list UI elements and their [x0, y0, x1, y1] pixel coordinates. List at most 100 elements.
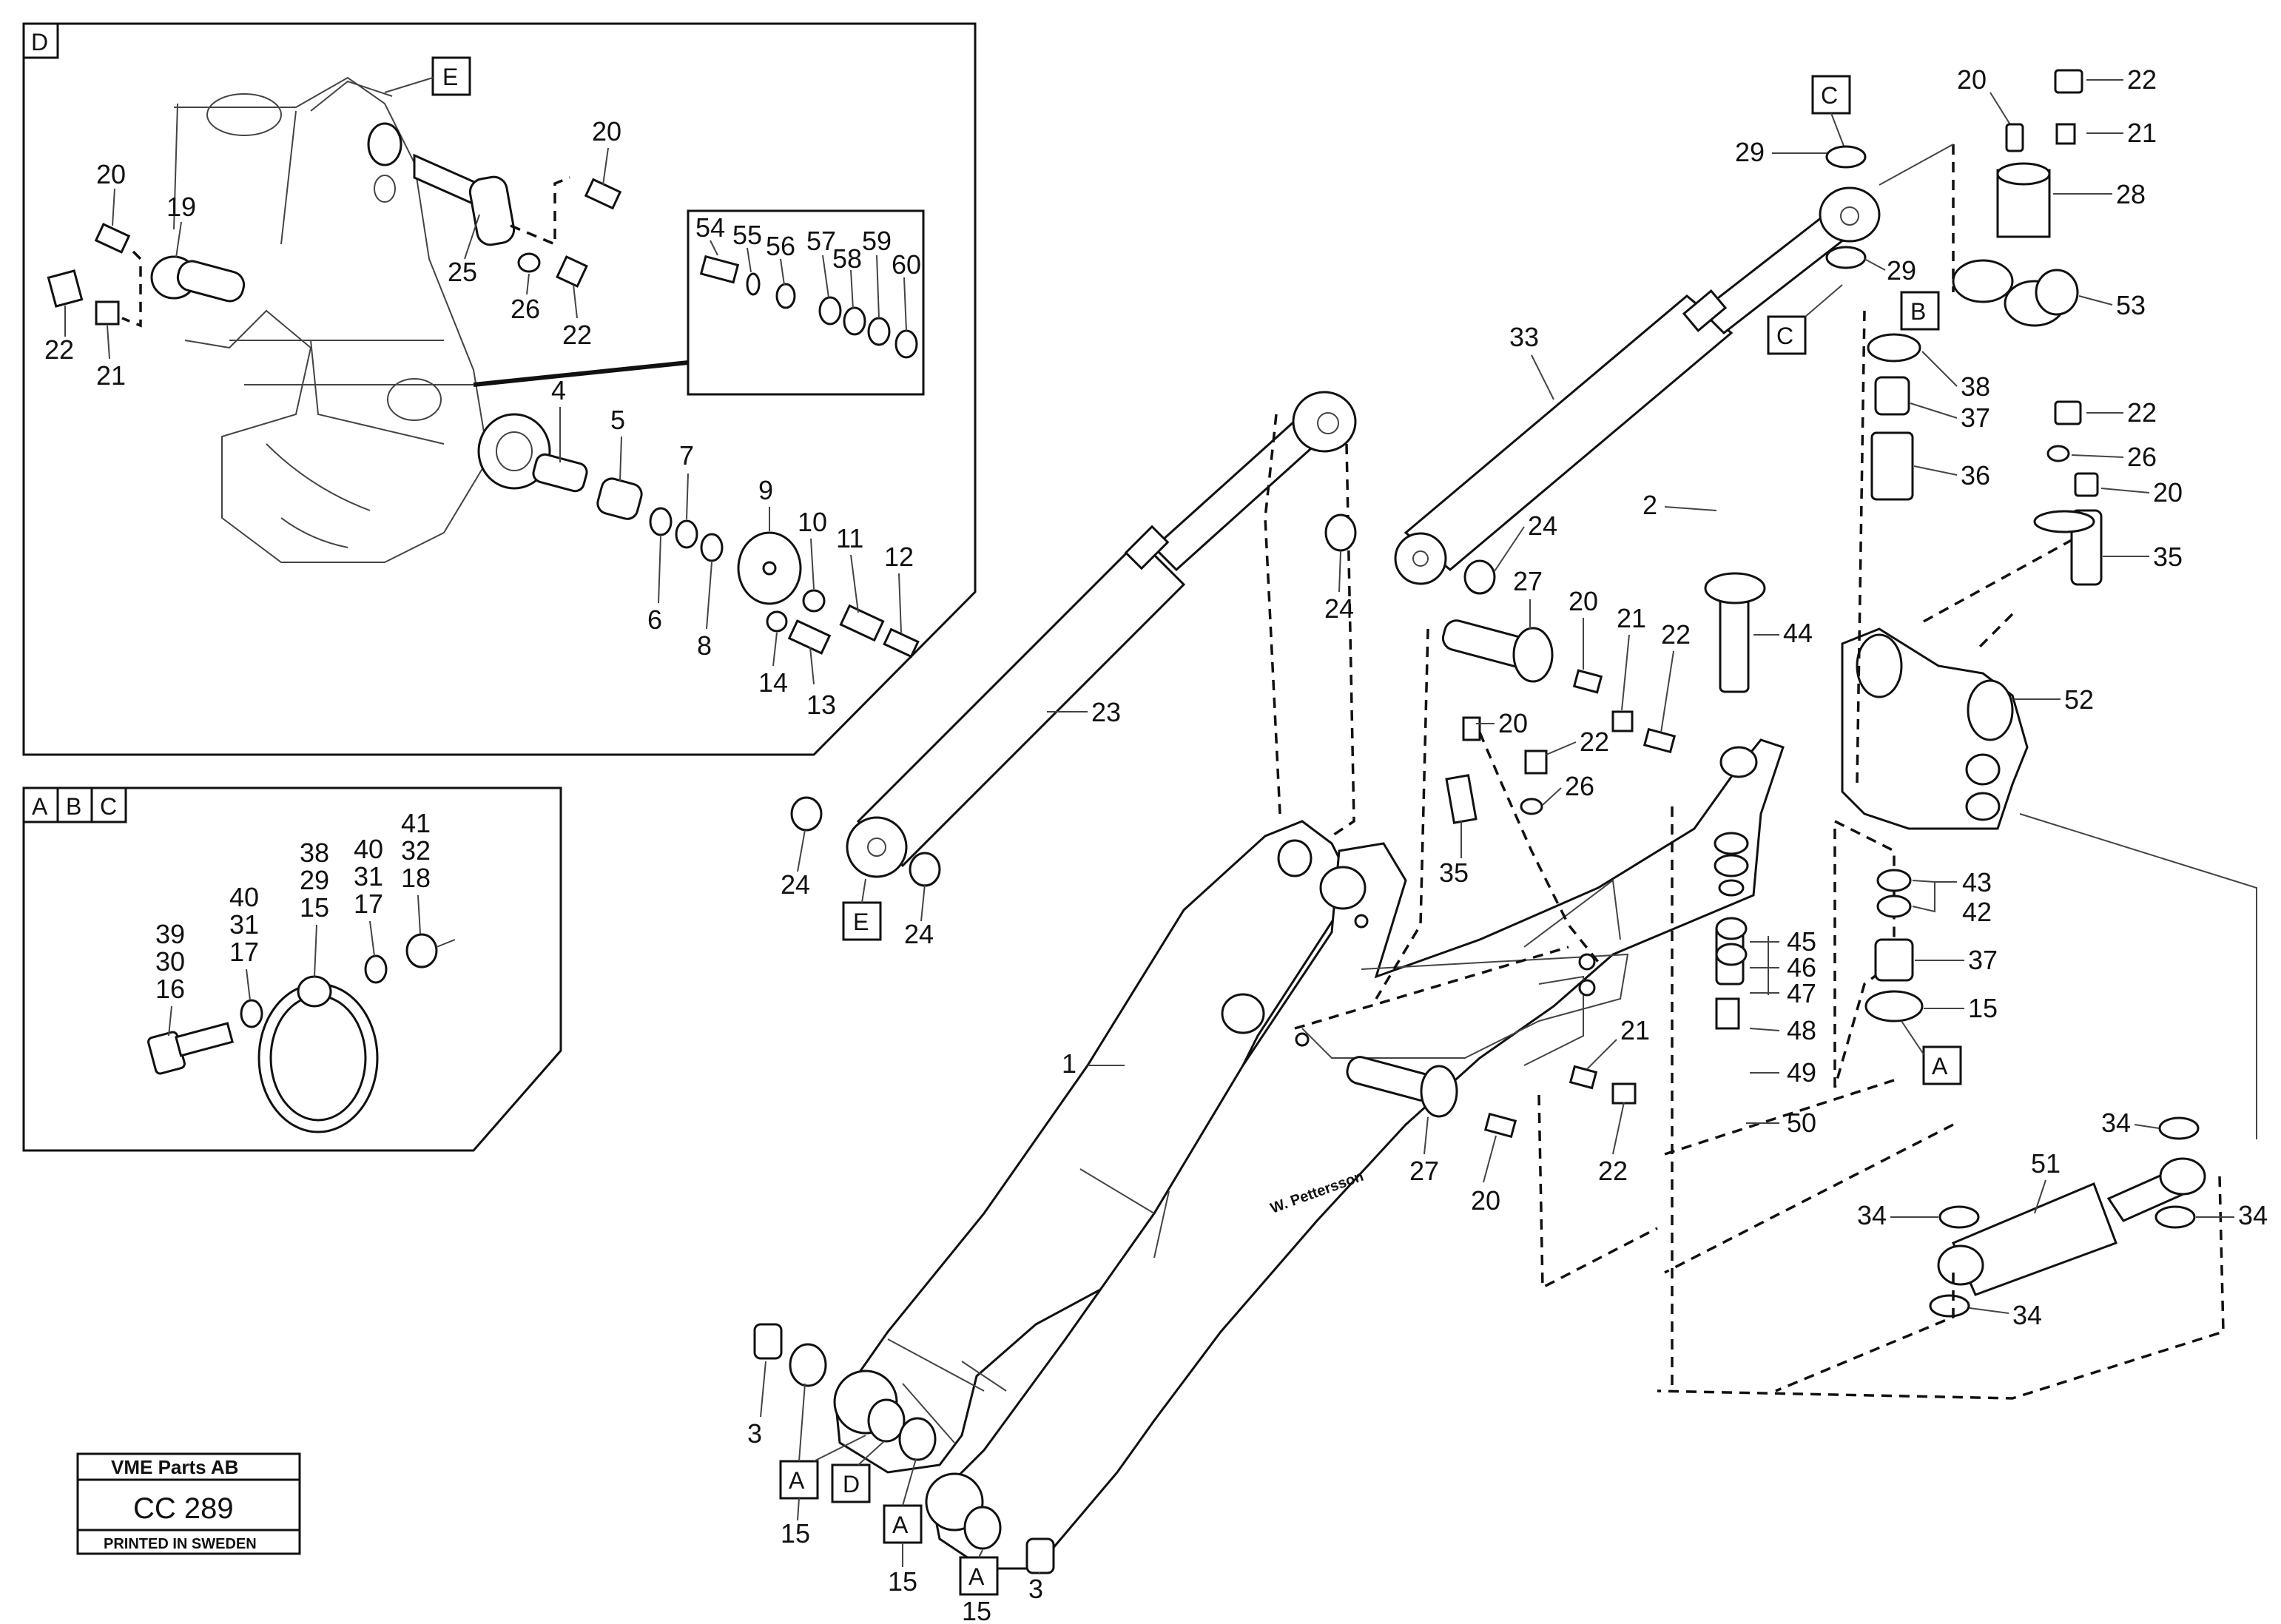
svg-text:39: 39 — [155, 919, 185, 949]
callouts-main: C C B E A A D A A — [779, 75, 1962, 1596]
column-parts-right — [1856, 162, 2103, 1022]
svg-text:21: 21 — [1617, 603, 1646, 633]
svg-text:29: 29 — [1735, 137, 1765, 167]
svg-text:54: 54 — [695, 212, 725, 243]
svg-text:52: 52 — [2064, 684, 2094, 715]
cylinder-33 — [1375, 144, 1955, 1000]
detail-box-54-60: 54 55 56 57 58 59 60 — [687, 209, 925, 396]
svg-text:17: 17 — [229, 937, 259, 967]
svg-text:15: 15 — [962, 1596, 991, 1624]
svg-text:57: 57 — [806, 226, 836, 256]
svg-text:55: 55 — [732, 220, 762, 250]
svg-text:43: 43 — [1962, 867, 1992, 897]
svg-text:23: 23 — [1091, 697, 1121, 727]
svg-text:29: 29 — [1887, 255, 1916, 286]
svg-text:5: 5 — [610, 405, 625, 435]
svg-text:26: 26 — [511, 294, 540, 324]
svg-text:22: 22 — [1598, 1156, 1628, 1186]
svg-text:10: 10 — [798, 507, 827, 537]
svg-text:21: 21 — [96, 360, 126, 391]
svg-text:30: 30 — [155, 946, 185, 977]
cylinder-51 — [1657, 806, 2257, 1400]
inset-abc-parts — [147, 933, 456, 1133]
svg-text:53: 53 — [2116, 290, 2146, 320]
detail-part-numbers: 54 55 56 57 58 59 60 — [695, 212, 921, 280]
svg-text:35: 35 — [2153, 542, 2183, 572]
svg-text:B: B — [1910, 298, 1926, 325]
svg-text:50: 50 — [1787, 1108, 1816, 1138]
svg-text:15: 15 — [300, 892, 329, 923]
inset-d-part-numbers: 20 19 22 21 25 26 22 20 4 5 6 7 8 9 10 1… — [44, 116, 914, 720]
svg-text:20: 20 — [592, 116, 621, 146]
svg-text:29: 29 — [300, 865, 329, 895]
svg-text:D: D — [843, 1471, 860, 1497]
inset-abc-frame: A B C — [22, 786, 562, 1152]
svg-text:16: 16 — [155, 974, 185, 1004]
svg-text:A: A — [892, 1512, 909, 1538]
svg-text:12: 12 — [884, 542, 914, 572]
svg-text:36: 36 — [1961, 460, 1990, 491]
svg-text:38: 38 — [300, 838, 329, 868]
svg-text:A: A — [789, 1467, 805, 1494]
svg-text:37: 37 — [1968, 945, 1998, 975]
svg-text:20: 20 — [96, 159, 126, 189]
svg-text:22: 22 — [1661, 619, 1691, 650]
svg-text:A: A — [1932, 1053, 1948, 1079]
svg-text:3: 3 — [747, 1418, 762, 1449]
svg-text:22: 22 — [1580, 727, 1609, 757]
company-name: VME Parts AB — [111, 1456, 238, 1478]
svg-text:20: 20 — [2153, 477, 2183, 508]
svg-text:15: 15 — [1968, 993, 1998, 1023]
svg-text:28: 28 — [2116, 179, 2146, 209]
svg-text:27: 27 — [1513, 566, 1543, 596]
svg-text:C: C — [1776, 323, 1793, 349]
svg-text:33: 33 — [1509, 322, 1539, 352]
svg-text:25: 25 — [448, 257, 477, 287]
svg-text:24: 24 — [781, 869, 810, 900]
inset-d-parts — [47, 153, 920, 658]
svg-text:21: 21 — [2127, 118, 2157, 148]
svg-text:7: 7 — [679, 440, 694, 471]
svg-text:34: 34 — [2238, 1200, 2268, 1230]
svg-text:15: 15 — [888, 1566, 917, 1597]
svg-text:17: 17 — [354, 889, 383, 919]
svg-text:24: 24 — [1528, 511, 1557, 541]
pivot-bracket-52 — [1833, 539, 2072, 1095]
svg-text:4: 4 — [551, 375, 566, 405]
svg-text:C: C — [100, 793, 117, 820]
svg-text:38: 38 — [1961, 371, 1990, 402]
svg-text:31: 31 — [354, 861, 383, 892]
callout-e-inset: E — [384, 56, 471, 96]
svg-text:3: 3 — [1028, 1574, 1043, 1604]
svg-text:19: 19 — [166, 192, 196, 222]
svg-text:26: 26 — [1565, 771, 1594, 801]
svg-text:35: 35 — [1439, 858, 1469, 888]
svg-text:45: 45 — [1787, 926, 1816, 957]
svg-text:44: 44 — [1783, 618, 1813, 648]
svg-text:A: A — [32, 793, 48, 820]
svg-text:13: 13 — [806, 690, 836, 720]
part-numbers-main: 29 29 33 23 24 24 24 24 2 44 27 20 21 22… — [747, 64, 2268, 1624]
svg-text:49: 49 — [1787, 1057, 1816, 1088]
svg-text:24: 24 — [904, 919, 934, 949]
inset-abc-part-numbers: 39 30 16 40 31 17 38 29 15 40 31 17 41 3… — [155, 808, 431, 1037]
svg-text:21: 21 — [1620, 1015, 1650, 1045]
housing-sketch — [173, 76, 551, 563]
svg-text:40: 40 — [229, 882, 259, 912]
svg-text:32: 32 — [401, 835, 431, 866]
svg-text:34: 34 — [2012, 1300, 2042, 1330]
svg-text:37: 37 — [1961, 402, 1990, 433]
svg-text:15: 15 — [781, 1518, 810, 1549]
svg-text:22: 22 — [44, 334, 74, 365]
svg-text:C: C — [1821, 82, 1838, 109]
center-column-44 — [1704, 572, 1766, 1030]
svg-text:9: 9 — [758, 475, 773, 505]
title-block: VME Parts AB CC 289 PRINTED IN SWEDEN — [76, 1452, 301, 1555]
svg-text:14: 14 — [758, 667, 788, 698]
svg-text:1: 1 — [1062, 1048, 1077, 1079]
inset-d-label: D — [31, 29, 48, 55]
svg-text:6: 6 — [647, 604, 662, 635]
svg-text:2: 2 — [1642, 490, 1657, 520]
svg-text:48: 48 — [1787, 1015, 1816, 1045]
svg-text:22: 22 — [562, 320, 592, 350]
